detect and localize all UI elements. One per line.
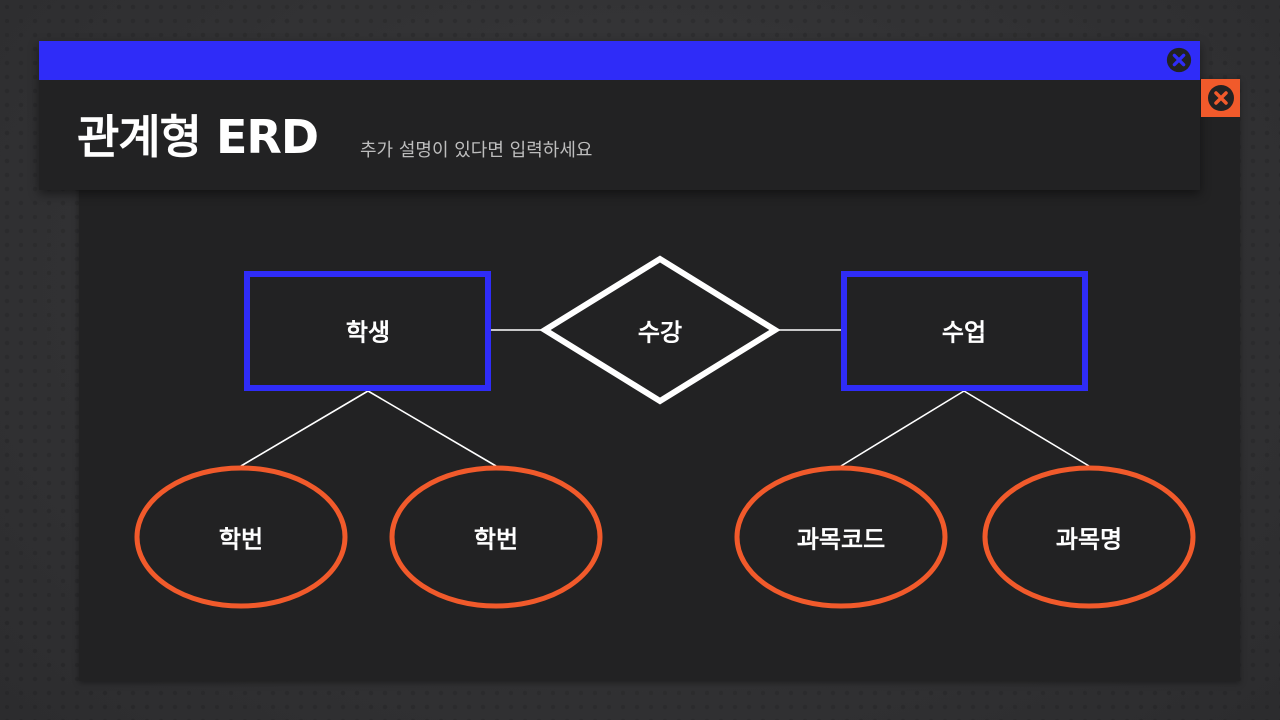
close-circle-icon xyxy=(1207,85,1234,111)
page-title: 관계형 ERD xyxy=(77,110,319,164)
panel-close-button[interactable] xyxy=(1201,79,1240,117)
header-bar xyxy=(39,41,1200,80)
attribute-label-course-name[interactable]: 과목명 xyxy=(1055,525,1123,554)
close-circle-icon xyxy=(1166,47,1192,73)
attribute-label-student-id-1[interactable]: 학번 xyxy=(218,525,264,554)
entity-label-student[interactable]: 학생 xyxy=(345,318,391,347)
relationship-label-enroll[interactable]: 수강 xyxy=(637,318,683,347)
header-close-button[interactable] xyxy=(1164,45,1194,75)
header-card: 관계형 ERD 추가 설명이 있다면 입력하세요 xyxy=(39,41,1200,190)
entity-label-class[interactable]: 수업 xyxy=(941,318,987,347)
attribute-label-course-code[interactable]: 과목코드 xyxy=(796,525,886,554)
attribute-label-student-id-2[interactable]: 학번 xyxy=(473,525,519,554)
page-subtitle[interactable]: 추가 설명이 있다면 입력하세요 xyxy=(360,140,593,161)
